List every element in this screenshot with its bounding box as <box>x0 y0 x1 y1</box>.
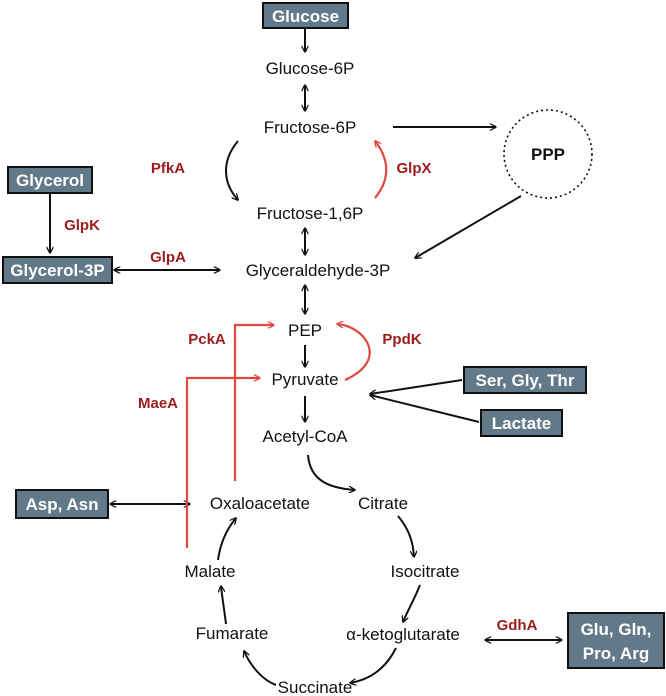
arrow-serglythr-to-pyruvate <box>370 379 463 394</box>
glycerol-box: Glycerol <box>7 166 93 194</box>
black-arrows <box>50 29 562 685</box>
glyceraldehyde-3p-label: Glyceraldehyde-3P <box>246 261 391 280</box>
glpx-label: GlpX <box>396 160 431 177</box>
red-arrows <box>185 141 388 548</box>
gdha-label: GdhA <box>497 617 538 634</box>
glu-gln-label: Glu, Gln, <box>581 620 652 639</box>
arrow-ppdk <box>337 324 371 382</box>
arrow-succinate-fumarate <box>244 651 277 686</box>
glycerol-label: Glycerol <box>16 171 84 190</box>
glpk-label: GlpK <box>64 217 100 234</box>
arrow-acetylcoa-to-citrate <box>307 454 355 490</box>
glu-gln-pro-arg-box: Glu, Gln, Pro, Arg <box>567 612 665 669</box>
pyruvate-label: Pyruvate <box>271 370 338 389</box>
glucose-label: Glucose <box>272 7 339 26</box>
lactate-label: Lactate <box>492 414 552 433</box>
ppp-label: PPP <box>531 145 565 164</box>
arrow-ppp-to-g3p <box>415 195 522 258</box>
pcka-label: PckA <box>188 331 226 348</box>
alpha-ketoglutarate-label: α-ketoglutarate <box>346 625 460 644</box>
arrow-pcka <box>233 325 274 481</box>
succinate-label: Succinate <box>278 678 353 696</box>
asp-asn-label: Asp, Asn <box>25 495 98 514</box>
fructose-1-6p-label: Fructose-1,6P <box>257 204 364 223</box>
arrow-fumarate-malate <box>221 586 227 625</box>
ppp-node: PPP <box>503 109 593 199</box>
ppdk-label: PpdK <box>382 331 421 348</box>
arrow-akg-succinate <box>350 647 397 683</box>
fumarate-label: Fumarate <box>196 624 269 643</box>
arrow-isocitrate-akg <box>403 584 421 622</box>
glucose-6p-label: Glucose-6P <box>266 59 355 78</box>
glucose-box: Glucose <box>262 2 349 29</box>
ser-gly-thr-box: Ser, Gly, Thr <box>463 366 587 394</box>
isocitrate-label: Isocitrate <box>391 562 460 581</box>
lactate-box: Lactate <box>480 409 563 437</box>
glycerol-3p-box: Glycerol-3P <box>2 256 113 284</box>
fructose-6p-label: Fructose-6P <box>264 118 357 137</box>
maea-label: MaeA <box>138 395 178 412</box>
citrate-label: Citrate <box>358 494 408 513</box>
glpa-label: GlpA <box>150 249 186 266</box>
arrow-pfka <box>225 140 238 200</box>
pro-arg-label: Pro, Arg <box>583 644 649 663</box>
oxaloacetate-label: Oxaloacetate <box>210 494 310 513</box>
asp-asn-box: Asp, Asn <box>15 489 109 519</box>
pep-label: PEP <box>288 321 322 340</box>
pfka-label: PfkA <box>151 160 185 177</box>
arrow-malate-oxaloacetate <box>217 518 236 561</box>
arrow-glpx <box>375 141 388 199</box>
glycerol-3p-label: Glycerol-3P <box>10 261 105 280</box>
arrow-maea <box>185 378 260 548</box>
ser-gly-thr-label: Ser, Gly, Thr <box>476 371 575 390</box>
acetyl-coa-label: Acetyl-CoA <box>262 427 348 446</box>
malate-label: Malate <box>184 562 235 581</box>
arrow-citrate-isocitrate <box>397 515 414 557</box>
arrow-lactate-to-pyruvate <box>370 395 480 423</box>
